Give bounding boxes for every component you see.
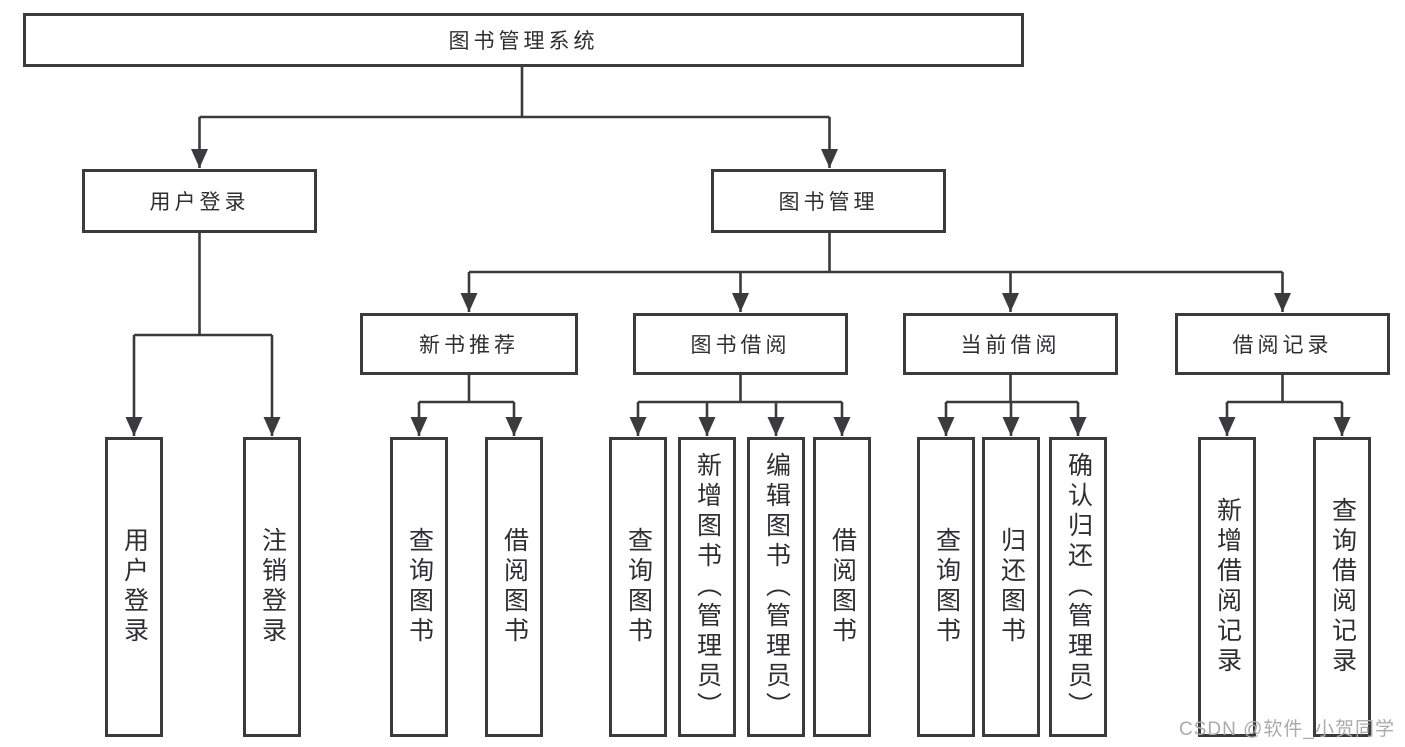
leaf-label: 确认归还（管理员） xyxy=(1064,452,1093,722)
leaf-confirm-return-admin: 确认归还（管理员） xyxy=(1049,437,1107,737)
user-login-spine xyxy=(134,233,272,337)
current-borrow-spine xyxy=(946,375,1078,404)
node-new-book-recommend: 新书推荐 xyxy=(360,313,578,375)
leaf-label: 用户登录 xyxy=(120,527,149,647)
leaf-query-books: 查询图书 xyxy=(390,437,448,737)
leaf-borrow-books: 借阅图书 xyxy=(485,437,543,737)
leaf-label: 查询图书 xyxy=(624,527,653,647)
leaf-label: 新增借阅记录 xyxy=(1213,497,1242,677)
book-borrow-spine xyxy=(638,375,842,404)
node-book-management: 图书管理 xyxy=(711,169,946,233)
node-current-borrow: 当前借阅 xyxy=(903,313,1118,375)
leaf-user-login: 用户登录 xyxy=(105,437,163,737)
book-management-spine xyxy=(469,233,1283,274)
node-borrow-records: 借阅记录 xyxy=(1175,313,1390,375)
leaf-label: 注销登录 xyxy=(258,527,287,647)
node-root: 图书管理系统 xyxy=(23,13,1024,67)
new-book-spine xyxy=(419,375,514,404)
leaf-label: 借阅图书 xyxy=(828,527,857,647)
leaf-label: 新增图书（管理员） xyxy=(693,452,722,722)
leaf-label: 查询借阅记录 xyxy=(1328,497,1357,677)
leaf-query-borrow-record: 查询借阅记录 xyxy=(1313,437,1371,737)
leaf-label: 查询图书 xyxy=(405,527,434,647)
leaf-logout: 注销登录 xyxy=(243,437,301,737)
borrow-records-spine xyxy=(1227,375,1342,404)
leaf-label: 查询图书 xyxy=(932,527,961,647)
leaf-label: 归还图书 xyxy=(997,527,1026,647)
leaf-add-books-admin: 新增图书（管理员） xyxy=(678,437,736,737)
leaf-return-books: 归还图书 xyxy=(982,437,1040,737)
leaf-label: 借阅图书 xyxy=(500,527,529,647)
csdn-watermark: CSDN @软件_小贺同学 xyxy=(1179,719,1395,740)
leaf-label: 编辑图书（管理员） xyxy=(762,452,791,722)
leaf-borrow-books: 借阅图书 xyxy=(813,437,871,737)
node-user-login: 用户登录 xyxy=(82,169,317,233)
node-book-borrow: 图书借阅 xyxy=(633,313,848,375)
leaf-add-borrow-record: 新增借阅记录 xyxy=(1198,437,1256,737)
leaf-query-books: 查询图书 xyxy=(917,437,975,737)
leaf-edit-books-admin: 编辑图书（管理员） xyxy=(747,437,805,737)
leaf-query-books: 查询图书 xyxy=(609,437,667,737)
root-spine xyxy=(199,67,830,119)
